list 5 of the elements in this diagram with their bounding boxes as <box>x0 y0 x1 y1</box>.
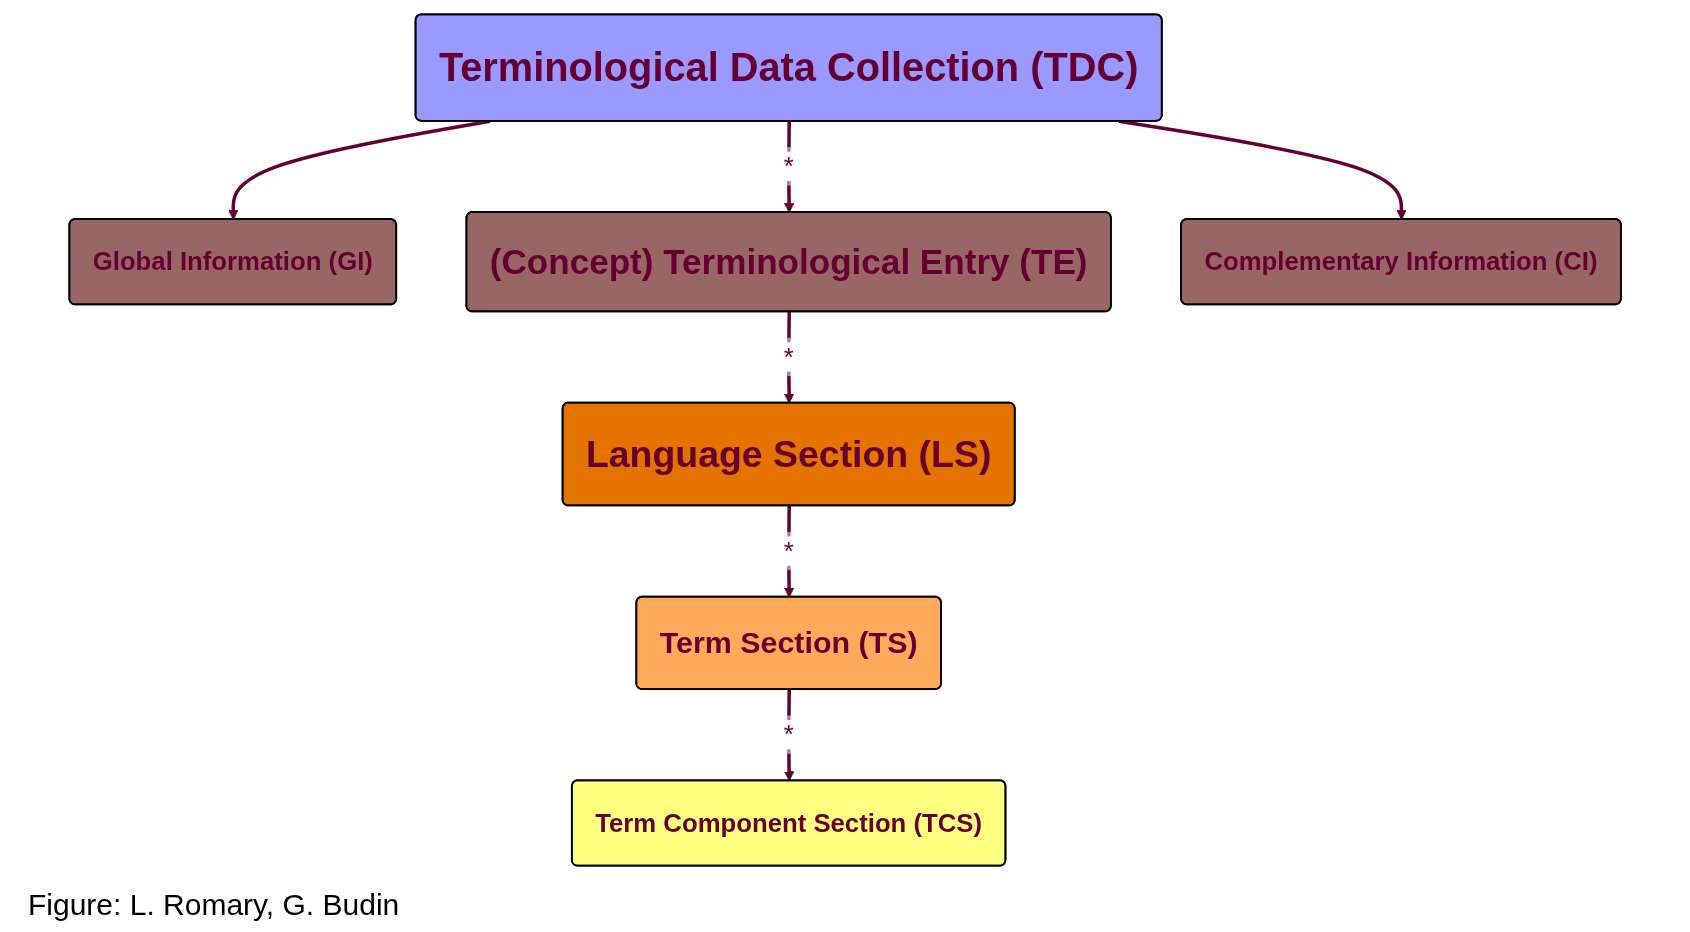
edge-label: * <box>783 151 794 181</box>
edge-label: * <box>783 720 794 750</box>
edge-label: * <box>783 342 794 372</box>
edge-label: * <box>783 536 794 566</box>
caption: Figure: L. Romary, G. Budin <box>28 888 400 922</box>
